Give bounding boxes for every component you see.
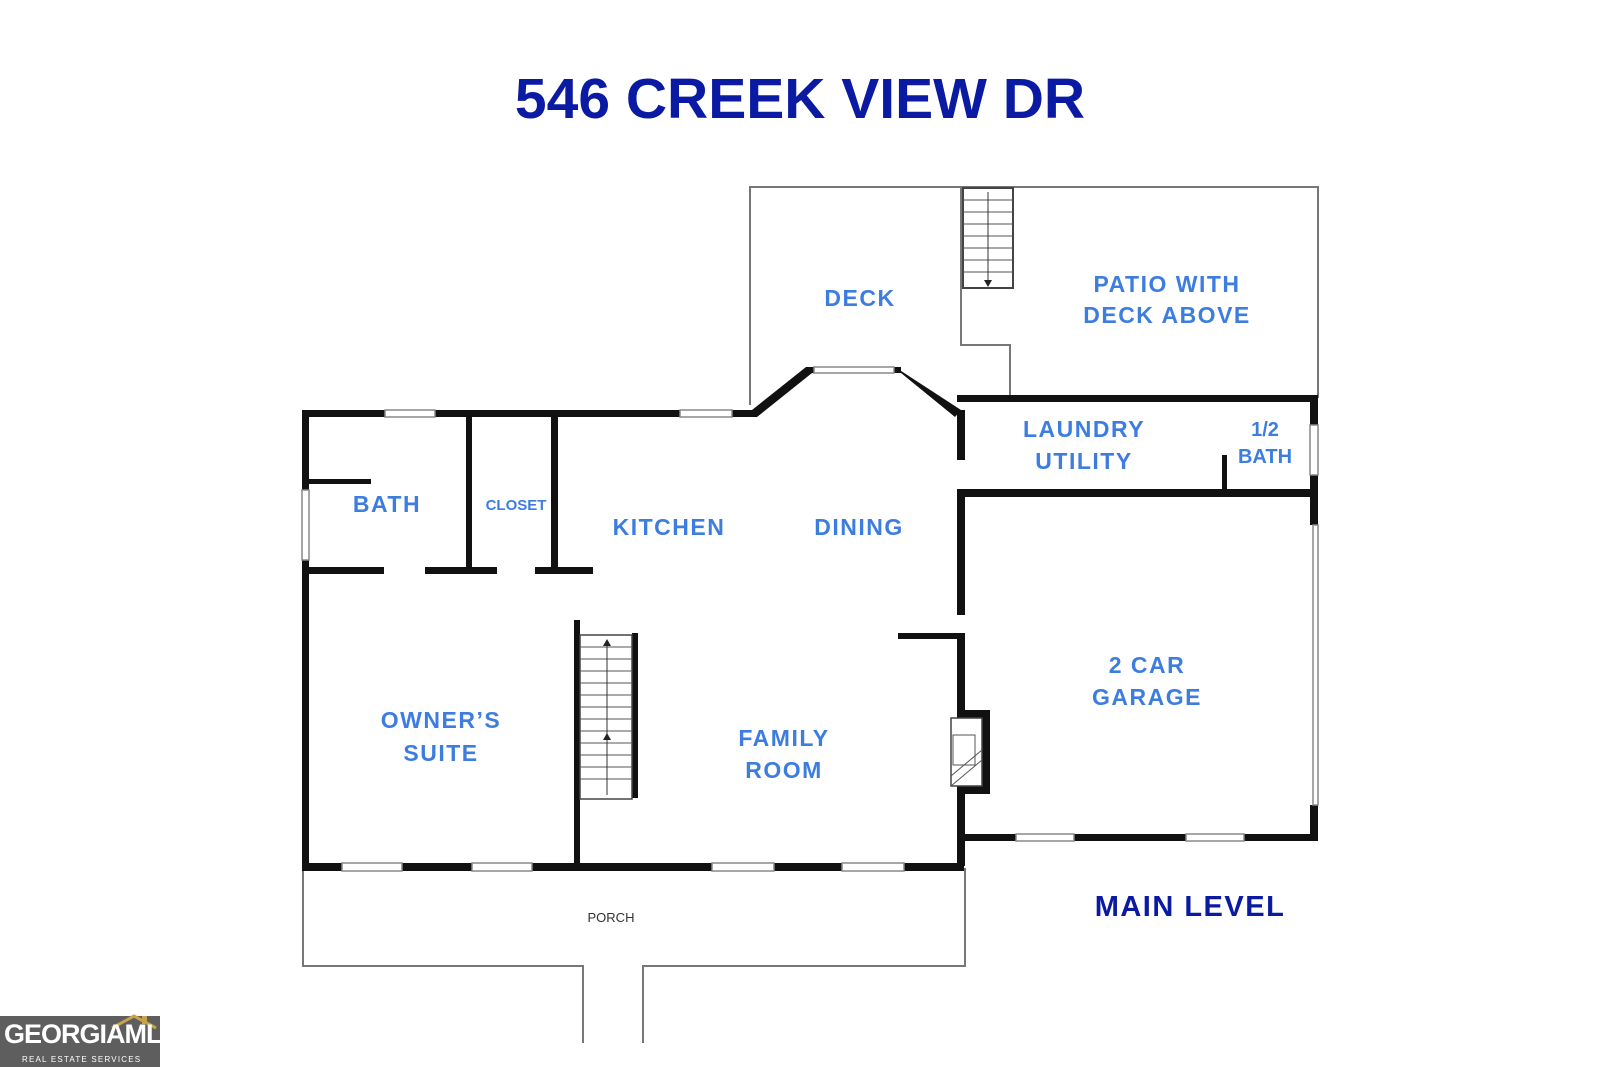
interior-stairs xyxy=(579,634,633,800)
deck-stairs xyxy=(962,187,1014,289)
logo-brand: GEORGIAMLS xyxy=(4,1019,180,1049)
room-label-closet: CLOSET xyxy=(486,497,547,514)
fireplace xyxy=(950,717,983,787)
room-label-patio-line2: DECK ABOVE xyxy=(1083,302,1251,328)
windows xyxy=(301,366,1319,872)
roof-icon xyxy=(111,1014,157,1030)
logo-subtitle: REAL ESTATE SERVICES xyxy=(22,1055,142,1064)
porch-outline xyxy=(302,868,966,1043)
room-label-bath: BATH xyxy=(353,491,421,517)
room-label-garage-line1: 2 CAR xyxy=(1109,652,1186,678)
room-label-half-bath-line2: BATH xyxy=(1238,446,1292,468)
deck-outline xyxy=(749,186,1319,405)
room-label-laundry-line2: UTILITY xyxy=(1035,448,1132,474)
room-label-owners-line1: OWNER’S xyxy=(381,707,501,733)
room-label-laundry-line1: LAUNDRY xyxy=(1023,416,1145,442)
room-label-owners-line2: SUITE xyxy=(403,740,478,766)
level-label: MAIN LEVEL xyxy=(1095,891,1286,923)
room-label-dining: DINING xyxy=(814,514,904,540)
room-label-garage-line2: GARAGE xyxy=(1092,684,1202,710)
room-label-half-bath-line1: 1/2 xyxy=(1251,419,1279,441)
room-label-patio-line1: PATIO WITH xyxy=(1093,271,1240,297)
georgiamls-logo: GEORGIAMLS REAL ESTATE SERVICES xyxy=(0,1014,180,1067)
room-label-porch: PORCH xyxy=(588,910,635,925)
page-title: 546 CREEK VIEW DR xyxy=(514,67,1086,131)
room-label-deck: DECK xyxy=(824,285,895,311)
walls xyxy=(302,367,1318,871)
room-label-family-line1: FAMILY xyxy=(738,725,829,751)
room-label-family-line2: ROOM xyxy=(745,757,823,783)
room-label-kitchen: KITCHEN xyxy=(613,514,726,540)
